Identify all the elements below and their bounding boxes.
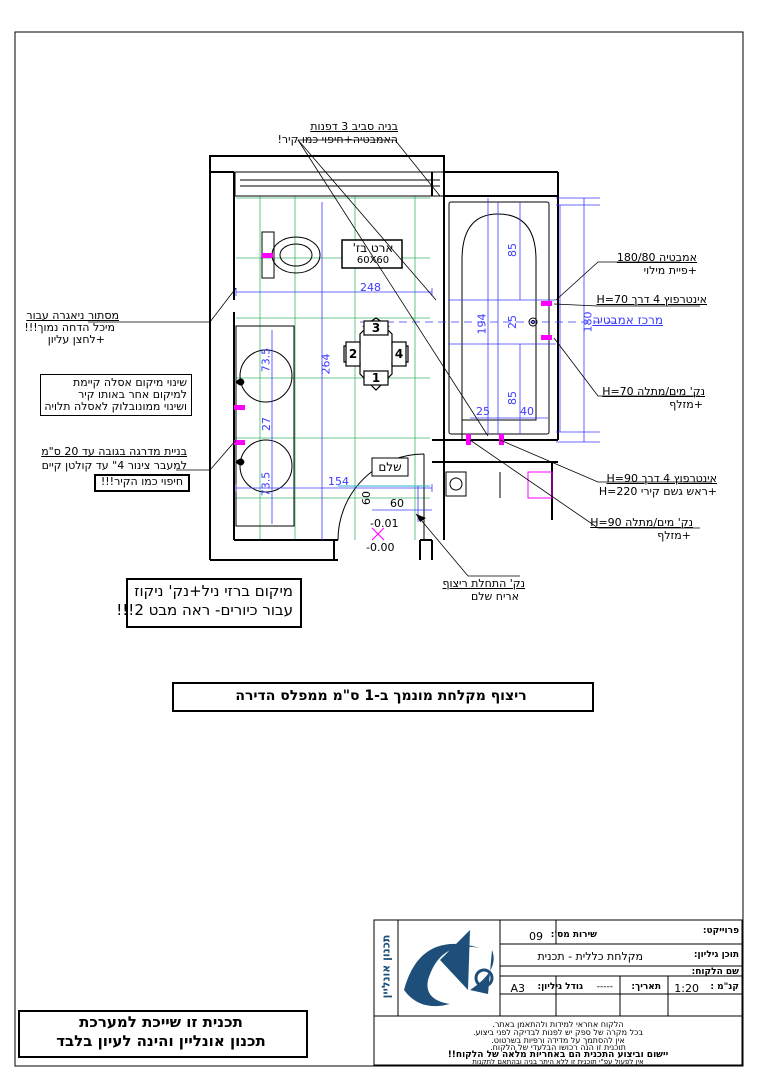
level-minus-001: -0.01 bbox=[370, 517, 399, 530]
dim-25a: 25 bbox=[506, 315, 519, 329]
note-floor-start-2: אריח שלם bbox=[470, 590, 519, 603]
company-logo bbox=[404, 930, 494, 1007]
note-water-bath-2: +מזלף bbox=[669, 398, 703, 411]
project-label: פרוייקט: bbox=[702, 926, 739, 936]
view-marker bbox=[343, 317, 409, 391]
tile-grid bbox=[236, 196, 430, 540]
level-minus-000: -0.00 bbox=[366, 541, 395, 554]
door bbox=[337, 453, 430, 541]
dim-40: 40 bbox=[520, 405, 534, 418]
disclaimer-1: הלקוח אחראי למידות ולהתאמן באתר. bbox=[492, 1020, 624, 1029]
note-bath-2: +פיית מילוי bbox=[643, 264, 697, 277]
dim-154: 154 bbox=[328, 475, 349, 488]
disclaimer-3: אין להסתמך על מדידה ורפיות בשרטוט. bbox=[491, 1036, 625, 1045]
dim-264: 264 bbox=[319, 353, 333, 375]
floor-note-box bbox=[172, 682, 594, 712]
dim-73a: 73.5 bbox=[259, 347, 273, 373]
disclaimer-5: יישום וביצוע התכנית הם באחריות מלאה של ה… bbox=[447, 1050, 669, 1060]
plumbing-points bbox=[234, 253, 552, 445]
sheet-size-value: A3 bbox=[510, 982, 525, 995]
dim-85b: 85 bbox=[506, 391, 519, 405]
disclaimer-6: אין לפעול עפ"י תוכנית זו ללא היתר בניה ו… bbox=[472, 1058, 644, 1066]
note-wall-build-1: בניה סביב 3 דפנות bbox=[310, 120, 398, 133]
drain-marker bbox=[371, 527, 385, 541]
serial-label: שירות מס': bbox=[550, 930, 597, 940]
note-inter-shower-1: אינטרפוץ 4 דרך H=90 bbox=[606, 472, 717, 485]
note-floor-drop: ריצוף מקלחת מונמך ב-1 ס"מ ממפלס הדירה bbox=[235, 688, 527, 704]
date-label: תאריך: bbox=[631, 982, 661, 992]
note-online-2: תכנון אונליין והינה לעיון בלבד bbox=[56, 1032, 266, 1050]
note-water-shower-1: נק' מים/מתלה H=90 bbox=[590, 516, 693, 529]
brand-vertical: תכנון אונליין bbox=[379, 934, 393, 999]
dim-27: 27 bbox=[260, 417, 273, 431]
whole-tile-box bbox=[371, 457, 409, 477]
walls bbox=[209, 155, 559, 561]
note-flush-2: מיכל הדחה נמוך!!! bbox=[24, 321, 115, 334]
designer-label: תוכן גיליון: bbox=[693, 950, 739, 960]
disclaimer-4: תוכנית זו הנה רכושו הבלעדי של הלקוח. bbox=[490, 1043, 626, 1052]
note-inter-bath: אינטרפוץ 4 דרך H=70 bbox=[596, 293, 707, 306]
whole-tile-label: שלם bbox=[378, 460, 402, 474]
note-water-shower-2: +מזלף bbox=[657, 529, 691, 542]
note-water-bath-1: נק' מים/מתלה H=70 bbox=[602, 385, 705, 398]
dim-248: 248 bbox=[360, 281, 381, 294]
sheet-border bbox=[14, 31, 744, 1067]
note-step-1: בניית מדרגה בגובה עד 20 ס"מ bbox=[41, 445, 187, 458]
note-step-3: חיפוי כמו הקיר!!! bbox=[100, 475, 183, 488]
shower-niche bbox=[445, 471, 553, 499]
view-label-2: 2 bbox=[348, 347, 358, 361]
view-label-4: 4 bbox=[394, 347, 404, 361]
tile-size: 60X60 bbox=[356, 255, 390, 266]
dim-73b: 73.5 bbox=[259, 471, 273, 497]
designer-value: מקלחת כללית - תכנית bbox=[537, 950, 643, 963]
note-floor-start-1: נק' התחלת ריצוף bbox=[442, 577, 525, 590]
client-label: שם הלקוח: bbox=[691, 967, 739, 977]
step-cladding-box bbox=[94, 474, 190, 492]
scale-label: קנ"מ : bbox=[710, 982, 739, 992]
note-flush-1: מסתור ניאגרה עבור bbox=[26, 309, 119, 322]
note-online-1: תכנית זו שייכת למערכת bbox=[79, 1013, 243, 1031]
note-inter-shower-2: +ראש גשם קירי H=220 bbox=[598, 485, 717, 498]
dimension-lines bbox=[236, 198, 585, 540]
faucet-note-box bbox=[126, 578, 302, 628]
sheet-size-label: גודל גיליון: bbox=[537, 982, 583, 992]
note-faucet-1: מיקום ברזי ניל+נק' ניקוז bbox=[134, 582, 293, 600]
vanity bbox=[235, 325, 295, 527]
dim-194: 194 bbox=[475, 313, 489, 335]
dim-85a: 85 bbox=[506, 243, 519, 257]
dim-60b: 60 bbox=[390, 497, 404, 510]
note-step-2: למעבר צינור 4" עד קולטן קיים bbox=[41, 459, 187, 472]
note-sink-3: ושינוי ממונובלוק לאסלה תלויה bbox=[44, 400, 187, 413]
disclaimer-2: בכל מקרה של ספק יש לפנות לבדיקה לפני ביצ… bbox=[473, 1028, 643, 1037]
title-block bbox=[373, 919, 743, 1066]
dim-25b: 25 bbox=[476, 405, 490, 418]
bathtub bbox=[448, 201, 550, 440]
dim-60a: 60 bbox=[360, 491, 373, 505]
leader-lines bbox=[88, 139, 712, 577]
view-label-3: 3 bbox=[371, 321, 381, 335]
online-note-box bbox=[18, 1010, 308, 1058]
date-value: ----- bbox=[596, 982, 613, 992]
tile-title: ארט בז' bbox=[352, 241, 394, 255]
note-bath-1: אמבטיה 180/80 bbox=[616, 251, 697, 264]
scale-value: 1:20 bbox=[674, 982, 699, 995]
note-flush-3: +לחצן עליון bbox=[47, 333, 105, 346]
note-wall-build-2: האמבטיה+חיפוי כמו קיר! bbox=[277, 133, 398, 146]
note-bath-center: מרכז אמבטיה bbox=[592, 313, 663, 327]
view-label-1: 1 bbox=[371, 371, 381, 385]
note-sink-1: שינוי מיקום אסלה קיימת bbox=[73, 376, 187, 389]
note-faucet-2: עבור כיורים- ראה מבט 2!!! bbox=[116, 601, 293, 619]
sink-note-box bbox=[40, 374, 192, 416]
serial-value: 09 bbox=[529, 930, 543, 943]
tile-label-box bbox=[341, 239, 403, 269]
note-sink-2: למיקום אחר באותו קיר bbox=[78, 388, 187, 401]
